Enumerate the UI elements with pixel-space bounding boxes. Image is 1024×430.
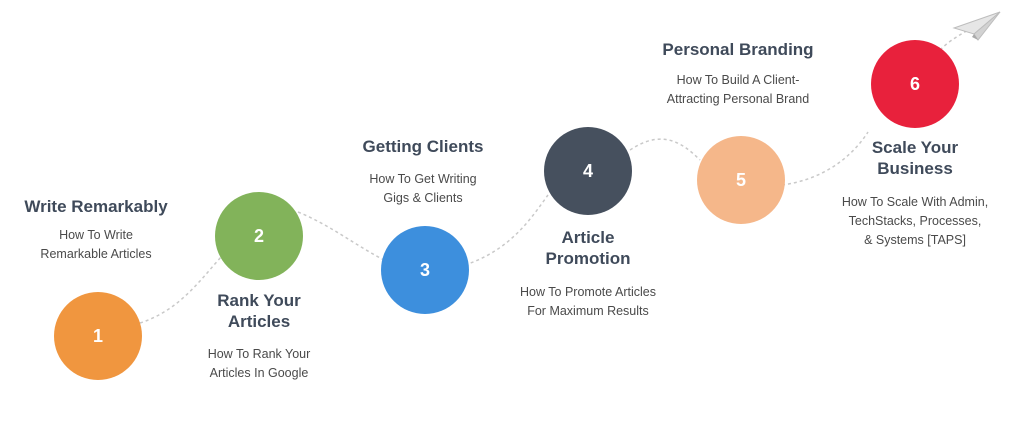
step-6-number: 6 bbox=[909, 73, 920, 94]
step-1-description: How To Write Remarkable Articles bbox=[6, 226, 186, 264]
step-6-description-line: How To Scale With Admin, bbox=[841, 195, 989, 209]
step-3-title: Getting Clients bbox=[333, 136, 513, 157]
step-4-title-line: Article bbox=[561, 228, 615, 247]
step-2-circle: 2 bbox=[215, 192, 303, 280]
step-2-title-line: Articles bbox=[227, 312, 291, 331]
step-5-description-line: How To Build A Client- bbox=[676, 73, 800, 87]
step-2-description-line: Articles In Google bbox=[209, 366, 309, 380]
step-3-title-line: Getting Clients bbox=[362, 137, 484, 156]
step-4-title-line: Promotion bbox=[545, 249, 631, 268]
step-1-description-line: Remarkable Articles bbox=[40, 247, 152, 261]
step-1-title-line: Write Remarkably bbox=[24, 197, 168, 216]
step-6-description-line: & Systems [TAPS] bbox=[864, 233, 966, 247]
step-4-title: Article Promotion bbox=[498, 227, 678, 269]
step-1-description-line: How To Write bbox=[59, 228, 133, 242]
paper-plane-icon bbox=[952, 11, 1001, 41]
step-3-description-line: Gigs & Clients bbox=[383, 191, 463, 205]
step-3-number: 3 bbox=[419, 259, 430, 280]
step-5-description-line: Attracting Personal Brand bbox=[666, 92, 810, 106]
step-5-circle: 5 bbox=[697, 136, 785, 224]
step-4-number: 4 bbox=[582, 160, 593, 181]
step-1-title: Write Remarkably bbox=[6, 196, 186, 217]
step-6-description: How To Scale With Admin, TechStacks, Pro… bbox=[825, 193, 1005, 250]
step-5-number: 5 bbox=[735, 169, 746, 190]
step-6-title-line: Business bbox=[877, 159, 953, 178]
step-6-circle: 6 bbox=[871, 40, 959, 128]
step-6-description-line: TechStacks, Processes, bbox=[848, 214, 982, 228]
step-4-circle: 4 bbox=[544, 127, 632, 215]
step-3-circle: 3 bbox=[381, 226, 469, 314]
step-5-title-line: Personal Branding bbox=[662, 40, 814, 59]
step-1-circle: 1 bbox=[54, 292, 142, 380]
step-2-description: How To Rank Your Articles In Google bbox=[169, 345, 349, 383]
step-5-description: How To Build A Client- Attracting Person… bbox=[648, 71, 828, 109]
step-3-description: How To Get Writing Gigs & Clients bbox=[333, 170, 513, 208]
step-3-description-line: How To Get Writing bbox=[369, 172, 477, 186]
step-4-description-line: How To Promote Articles bbox=[520, 285, 656, 299]
step-2-number: 2 bbox=[253, 225, 264, 246]
step-4-description-line: For Maximum Results bbox=[527, 304, 649, 318]
step-4-description: How To Promote Articles For Maximum Resu… bbox=[498, 283, 678, 321]
step-5-title: Personal Branding bbox=[648, 39, 828, 60]
step-2-title: Rank Your Articles bbox=[169, 290, 349, 332]
step-2-title-line: Rank Your bbox=[217, 291, 301, 310]
step-2-description-line: How To Rank Your bbox=[207, 347, 311, 361]
step-6-title-line: Scale Your bbox=[871, 138, 959, 157]
step-1-number: 1 bbox=[92, 325, 103, 346]
step-6-title: Scale Your Business bbox=[825, 137, 1005, 179]
